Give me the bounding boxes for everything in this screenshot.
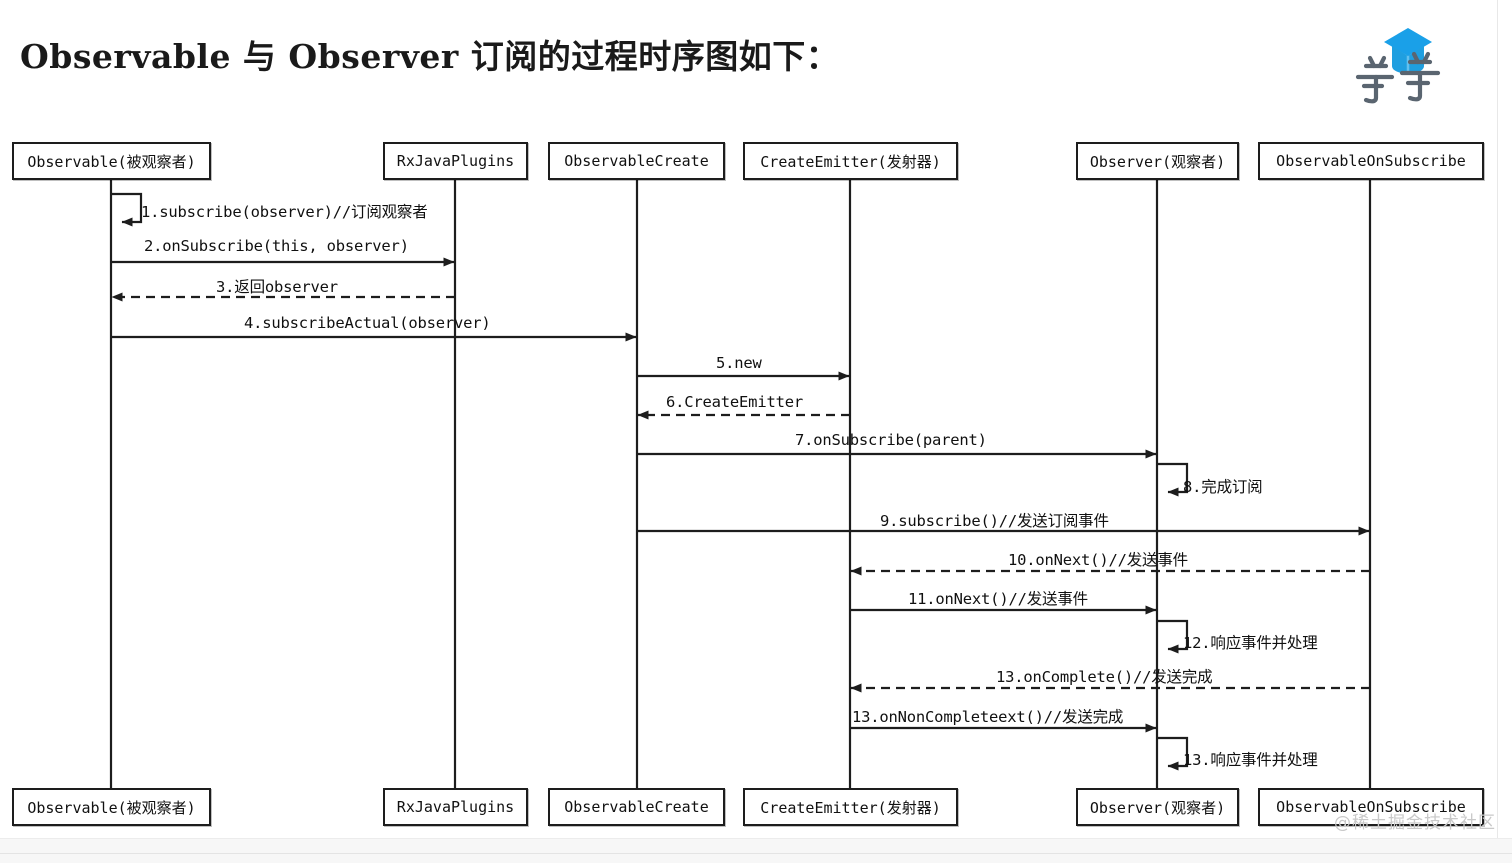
participant-label: Observer(观察者): [1089, 152, 1226, 171]
page-title: Observable 与 Observer 订阅的过程时序图如下：: [20, 37, 840, 77]
participant-box-observablecreate-bottom: ObservableCreate: [548, 788, 725, 826]
participant-box-createemitter-bottom: CreateEmitter(发射器): [743, 788, 958, 826]
message-label-10: 10.onNext()//发送事件: [1008, 551, 1188, 569]
participant-label: Observer(观察者): [1089, 798, 1226, 817]
message-arrow-12: [1157, 619, 1189, 654]
participant-label: RxJavaPlugins: [396, 798, 515, 816]
message-label-3: 3.返回observer: [216, 278, 338, 296]
participant-label: Observable(被观察者): [27, 798, 196, 817]
participant-box-rxjavaplugins-top: RxJavaPlugins: [383, 142, 528, 180]
participant-label: CreateEmitter(发射器): [760, 152, 941, 171]
participant-box-rxjavaplugins-bottom: RxJavaPlugins: [383, 788, 528, 826]
message-label-1: 1.subscribe(observer)//订阅观察者: [141, 203, 428, 221]
sequence-diagram: [109, 180, 1372, 788]
message-arrow-8: [1157, 462, 1189, 497]
participant-label: Observable(被观察者): [27, 152, 196, 171]
participant-box-observer-bottom: Observer(观察者): [1076, 788, 1239, 826]
participant-label: CreateEmitter(发射器): [760, 798, 941, 817]
graduation-cap-logo: [1352, 22, 1464, 110]
message-label-9: 9.subscribe()//发送订阅事件: [880, 512, 1109, 530]
participant-box-observer-top: Observer(观察者): [1076, 142, 1239, 180]
participant-label: ObservableOnSubscribe: [1276, 152, 1466, 170]
participant-box-observablecreate-top: ObservableCreate: [548, 142, 725, 180]
message-label-6: 6.CreateEmitter: [666, 393, 803, 411]
message-label-11: 11.onNext()//发送事件: [908, 590, 1088, 608]
message-label-2: 2.onSubscribe(this, observer): [144, 237, 409, 255]
message-label-7: 7.onSubscribe(parent): [795, 431, 987, 449]
message-arrow-1: [111, 192, 143, 227]
participant-box-onsubscribe-top: ObservableOnSubscribe: [1258, 142, 1484, 180]
participant-label: ObservableOnSubscribe: [1276, 798, 1466, 816]
participant-label: ObservableCreate: [564, 152, 709, 170]
message-label-4: 4.subscribeActual(observer): [244, 314, 491, 332]
participant-box-observable-top: Observable(被观察者): [12, 142, 211, 180]
participant-label: RxJavaPlugins: [396, 152, 515, 170]
participant-box-observable-bottom: Observable(被观察者): [12, 788, 211, 826]
message-arrow-15: [1157, 736, 1189, 771]
message-label-13: 13.onComplete()//发送完成: [996, 668, 1213, 686]
participant-label: ObservableCreate: [564, 798, 709, 816]
participant-box-createemitter-top: CreateEmitter(发射器): [743, 142, 958, 180]
message-label-12: 12.响应事件并处理: [1183, 634, 1318, 652]
message-label-8: 8.完成订阅: [1183, 478, 1263, 496]
message-label-14: 13.onNonCompleteext()//发送完成: [852, 708, 1124, 726]
message-label-15: 13.响应事件并处理: [1183, 751, 1318, 769]
bottom-strip: [0, 838, 1512, 863]
message-label-5: 5.new: [716, 354, 762, 372]
watermark: @稀土掘金技术社区: [1334, 813, 1496, 833]
participant-box-onsubscribe-bottom: ObservableOnSubscribe: [1258, 788, 1484, 826]
content-frame: [1497, 0, 1498, 838]
